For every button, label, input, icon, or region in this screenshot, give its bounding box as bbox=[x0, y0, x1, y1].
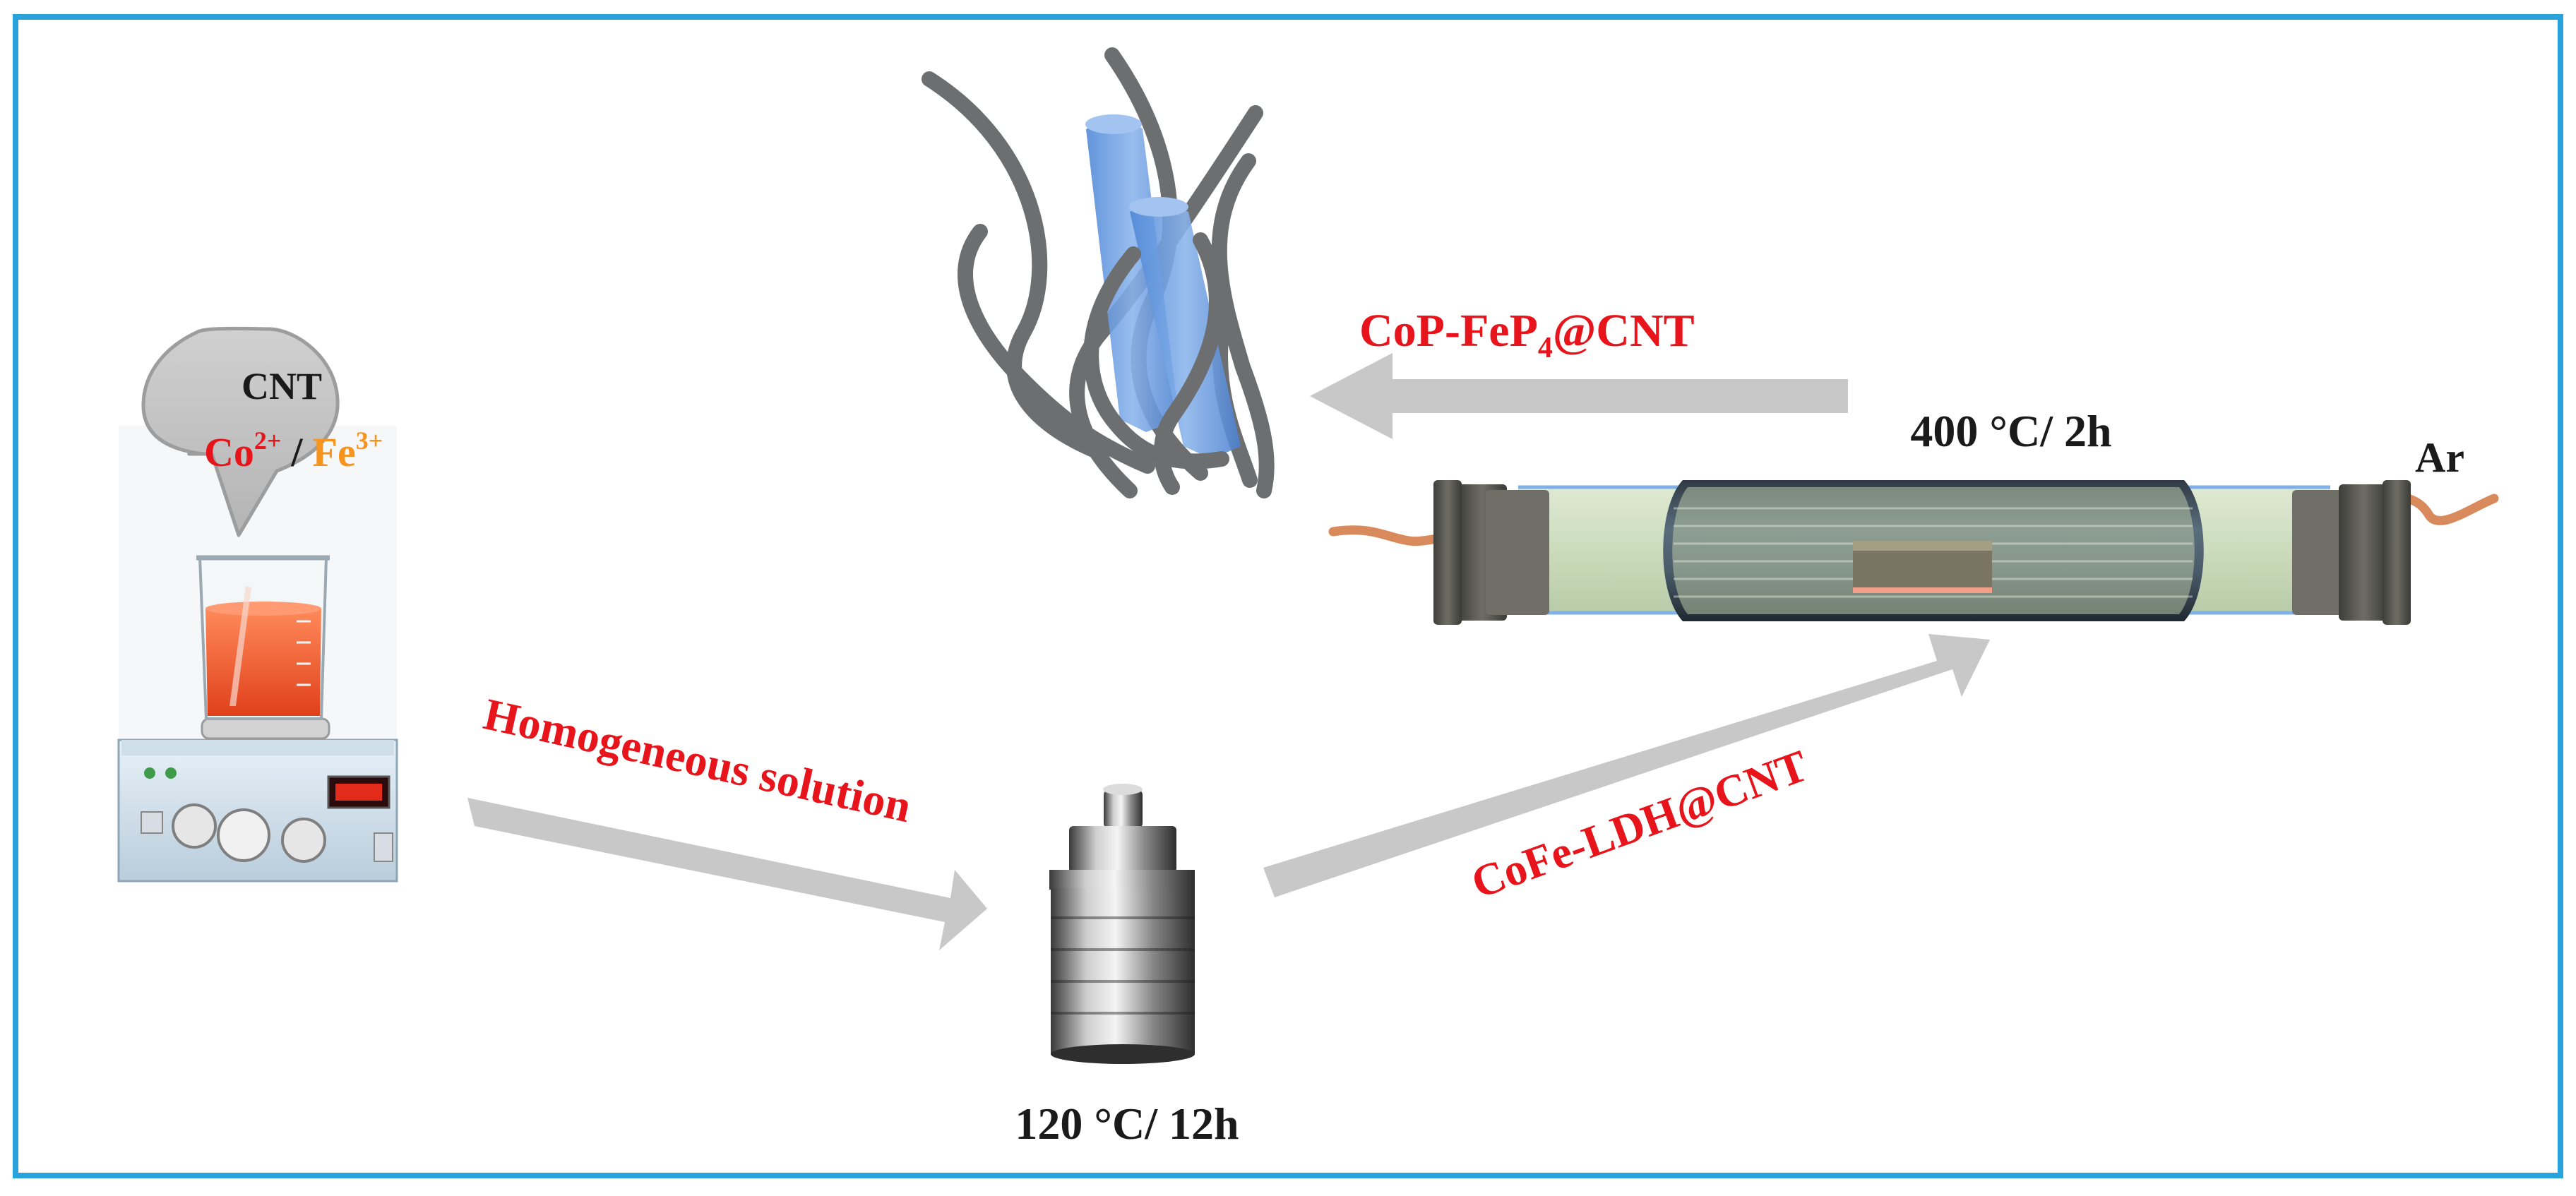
arrow-to-autoclave bbox=[467, 798, 987, 950]
bubble-title: CNT bbox=[242, 365, 322, 407]
tube-furnace-icon bbox=[1328, 480, 2499, 625]
autoclave-icon bbox=[1049, 784, 1195, 1064]
arrow-to-furnace bbox=[1263, 634, 1990, 897]
diagram-frame bbox=[13, 14, 2563, 1178]
co-charge: 2+ bbox=[254, 426, 282, 455]
arrow-to-product bbox=[1310, 353, 1848, 439]
furnace-condition: 400 °C/ 2h bbox=[1910, 406, 2111, 456]
fe-ion: Fe bbox=[313, 429, 356, 475]
beaker-icon bbox=[196, 555, 330, 720]
stirrer-icon bbox=[117, 426, 398, 883]
product-subscript: 4 bbox=[1538, 332, 1553, 364]
speech-bubble bbox=[141, 326, 340, 537]
gas-label: Ar bbox=[2415, 434, 2464, 481]
product-label: CoP-FeP4@CNT bbox=[1359, 305, 1695, 364]
product-suffix: @CNT bbox=[1553, 305, 1695, 357]
bubble-ions: Co2+ /Fe3+ bbox=[204, 426, 383, 475]
product-prefix: CoP-FeP bbox=[1359, 305, 1538, 357]
step1-label: Homogeneous solution bbox=[479, 688, 916, 832]
cnt-bundle-icon bbox=[922, 47, 1275, 498]
autoclave-condition: 120 °C/ 12h bbox=[1015, 1099, 1239, 1149]
fe-charge: 3+ bbox=[356, 426, 383, 455]
ion-separator: / bbox=[290, 429, 303, 475]
co-ion: Co bbox=[204, 429, 254, 475]
